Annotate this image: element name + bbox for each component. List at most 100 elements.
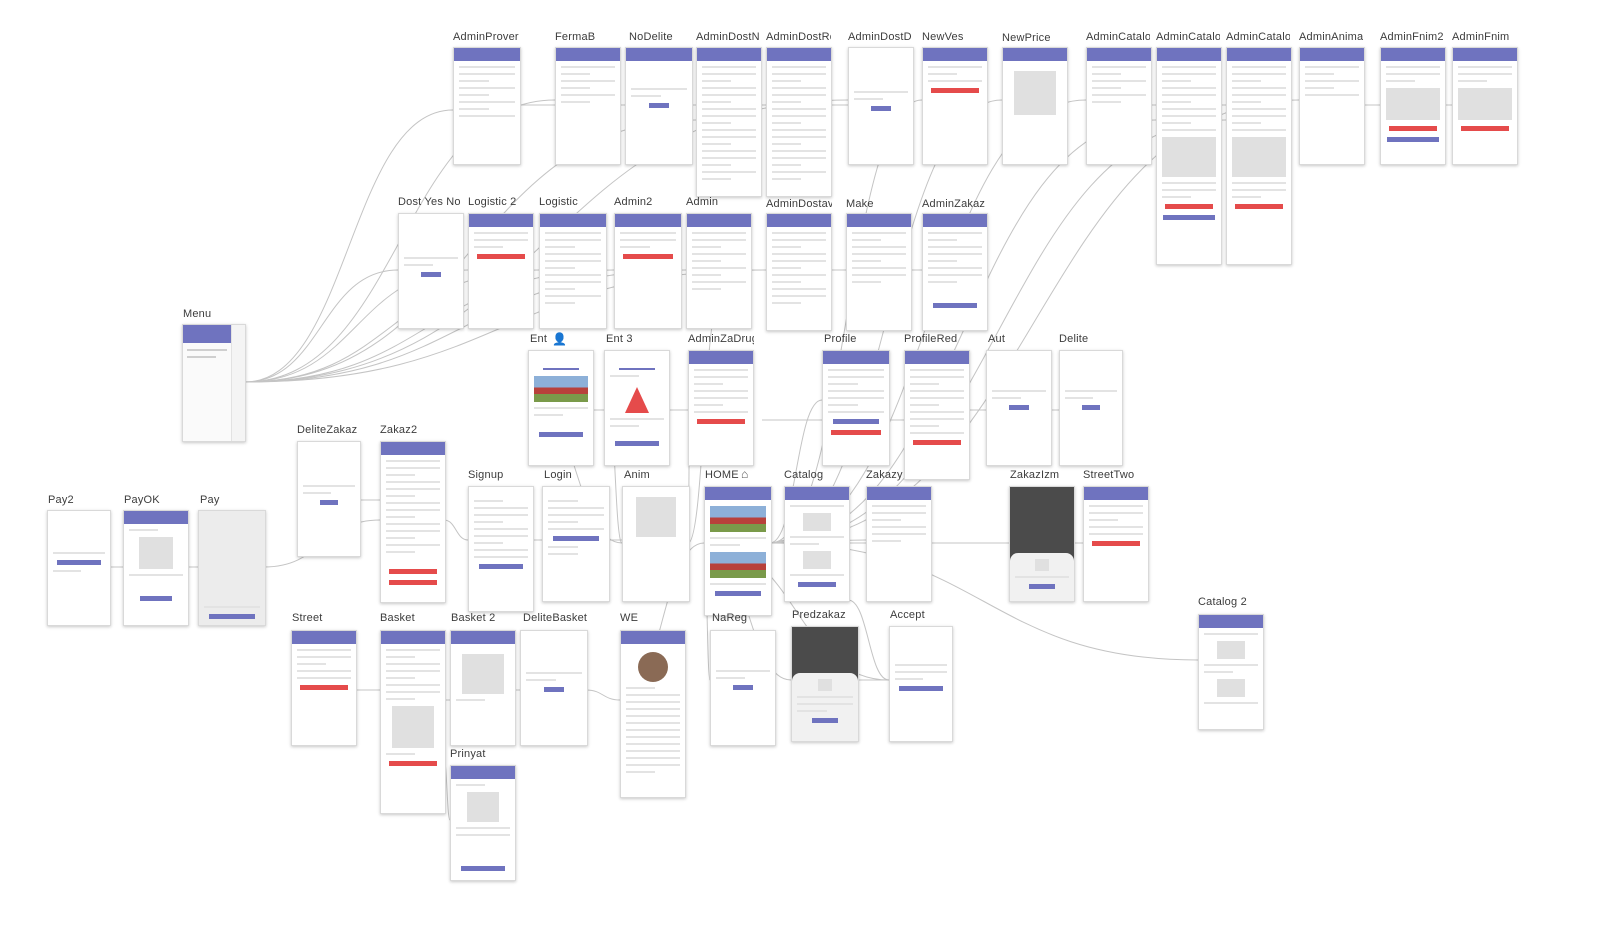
- label-Predzakaz: Predzakaz: [792, 609, 846, 621]
- screen-Make[interactable]: [846, 213, 912, 331]
- screen-AdminDostRe[interactable]: [766, 47, 832, 197]
- screen-NoDelite[interactable]: [625, 47, 693, 165]
- label-Menu: Menu: [183, 308, 212, 320]
- label-AdminZakaz: AdminZakaz: [922, 198, 986, 210]
- label-AdminProver: AdminProver: [453, 31, 519, 43]
- screen-Login[interactable]: [542, 486, 610, 602]
- screen-Ent3[interactable]: [604, 350, 670, 466]
- label-NoDelite: NoDelite: [629, 31, 673, 43]
- screen-Logistic[interactable]: [539, 213, 607, 329]
- home-icon: ⌂: [741, 467, 749, 481]
- screen-Pay[interactable]: [198, 510, 266, 626]
- flow-wire: [585, 689, 621, 701]
- label-Admin2: Admin2: [614, 196, 653, 208]
- screen-Signup[interactable]: [468, 486, 534, 612]
- screen-AdminAnimal[interactable]: [1299, 47, 1365, 165]
- screen-Street[interactable]: [291, 630, 357, 746]
- flow-wire: [769, 399, 823, 544]
- screen-Predzakaz[interactable]: [791, 626, 859, 742]
- flow-wire: [244, 109, 454, 383]
- screen-Zakaz2[interactable]: [380, 441, 446, 603]
- label-AdminDostRe: AdminDostRe: [766, 31, 831, 43]
- screen-Zakazy[interactable]: [866, 486, 932, 602]
- screen-Pay2[interactable]: [47, 510, 111, 626]
- label-AdminDostD: AdminDostD: [848, 31, 912, 43]
- screen-AdminProver[interactable]: [453, 47, 521, 165]
- screen-Catalog2[interactable]: [1198, 614, 1264, 730]
- screen-AdminFnim2[interactable]: [1380, 47, 1446, 165]
- label-AdminZaDrug: AdminZaDrug: [688, 333, 754, 345]
- label-HOME: HOME: [705, 469, 739, 481]
- label-Accept: Accept: [890, 609, 925, 621]
- screen-AdminDostD[interactable]: [848, 47, 914, 165]
- screen-StreetTwo[interactable]: [1083, 486, 1149, 602]
- label-Zakazy: Zakazy: [866, 469, 903, 481]
- label-Admin: Admin: [686, 196, 719, 208]
- label-ZakazIzm: ZakazIzm: [1010, 469, 1060, 481]
- screen-NewVes[interactable]: [922, 47, 988, 165]
- screen-AdminDostNe[interactable]: [696, 47, 762, 197]
- label-AdminCatalog1: AdminCatalo: [1086, 31, 1150, 43]
- label-Profile: Profile: [824, 333, 857, 345]
- screen-FermaB[interactable]: [555, 47, 621, 165]
- screen-Aut[interactable]: [986, 350, 1052, 466]
- screen-NaReg[interactable]: [710, 630, 776, 746]
- screen-Admin[interactable]: [686, 213, 752, 329]
- label-AdminDostav: AdminDostav: [766, 198, 832, 210]
- label-Delite: Delite: [1059, 333, 1089, 345]
- label-Signup: Signup: [468, 469, 504, 481]
- label-WE: WE: [620, 612, 639, 624]
- screen-AdminCatalog2[interactable]: [1156, 47, 1222, 265]
- label-Logistic: Logistic: [539, 196, 578, 208]
- label-Zakaz2: Zakaz2: [380, 424, 418, 436]
- screen-Delite[interactable]: [1059, 350, 1123, 466]
- screen-NewPrice[interactable]: [1002, 47, 1068, 165]
- label-Logistic2: Logistic 2: [468, 196, 517, 208]
- screen-DeliteBasket[interactable]: [520, 630, 588, 746]
- label-Street: Street: [292, 612, 323, 624]
- screen-DeliteZakaz[interactable]: [297, 441, 361, 557]
- screen-AdminZaDrug[interactable]: [688, 350, 754, 466]
- label-StreetTwo: StreetTwo: [1083, 469, 1135, 481]
- screen-Basket2[interactable]: [450, 630, 516, 746]
- label-AdminFnim: AdminFnim: [1452, 31, 1510, 43]
- label-AdminDostNe: AdminDostNe: [696, 31, 760, 43]
- label-NewVes: NewVes: [922, 31, 964, 43]
- label-Catalog: Catalog: [784, 469, 824, 481]
- label-DeliteZakaz: DeliteZakaz: [297, 424, 358, 436]
- label-Anim: Anim: [624, 469, 650, 481]
- screen-AdminCatalog1[interactable]: [1086, 47, 1152, 165]
- user-icon: 👤: [552, 332, 567, 346]
- screen-AdminFnim[interactable]: [1452, 47, 1518, 165]
- label-FermaB: FermaB: [555, 31, 596, 43]
- label-DeliteBasket: DeliteBasket: [523, 612, 587, 624]
- label-NaReg: NaReg: [712, 612, 748, 624]
- screen-PayOK[interactable]: [123, 510, 189, 626]
- screen-WE[interactable]: [620, 630, 686, 798]
- label-Ent: Ent: [530, 333, 548, 345]
- screen-AdminDostav[interactable]: [766, 213, 832, 331]
- screen-AdminZakaz[interactable]: [922, 213, 988, 331]
- screen-ZakazIzm[interactable]: [1009, 486, 1075, 602]
- screen-DostYesNo[interactable]: [398, 213, 464, 329]
- label-Basket2: Basket 2: [451, 612, 496, 624]
- screen-Anim[interactable]: [622, 486, 690, 602]
- label-Aut: Aut: [988, 333, 1006, 345]
- screen-Logistic2[interactable]: [468, 213, 534, 329]
- label-DostYesNo: Dost Yes No: [398, 196, 461, 208]
- screen-Admin2[interactable]: [614, 213, 682, 329]
- screen-Prinyat[interactable]: [450, 765, 516, 881]
- label-PayOK: PayOK: [124, 494, 160, 506]
- screen-Profile[interactable]: [822, 350, 890, 466]
- label-ProfileRed: ProfileRed: [904, 333, 958, 345]
- screen-Ent[interactable]: [528, 350, 594, 466]
- flow-wire: [244, 269, 399, 383]
- label-Pay: Pay: [200, 494, 220, 506]
- screen-AdminCatalog3[interactable]: [1226, 47, 1292, 265]
- screen-Accept[interactable]: [889, 626, 953, 742]
- screen-HOME[interactable]: [704, 486, 772, 616]
- screen-ProfileRed[interactable]: [904, 350, 970, 480]
- screen-Catalog[interactable]: [784, 486, 850, 602]
- screen-Menu[interactable]: [182, 324, 246, 442]
- screen-Basket[interactable]: [380, 630, 446, 814]
